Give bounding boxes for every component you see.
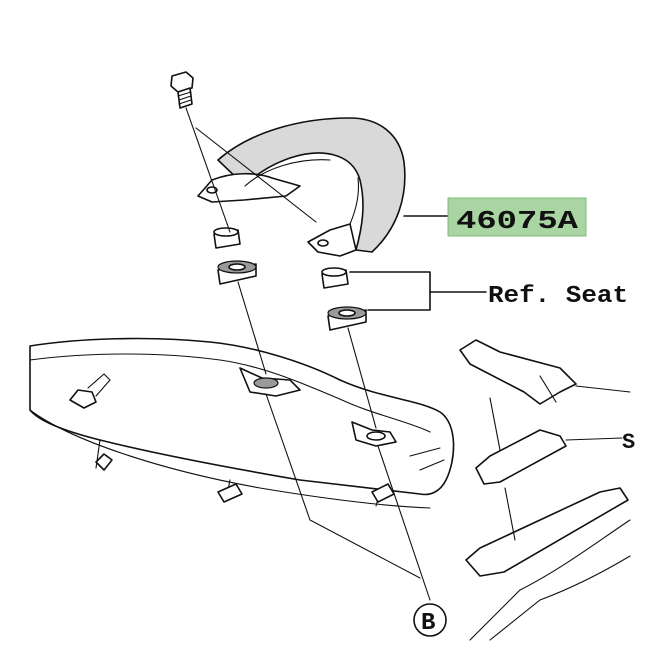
collar-left <box>213 227 241 249</box>
ref-seat-label: Ref. Seat <box>488 283 628 310</box>
assembly-lines <box>185 107 431 601</box>
ref-seat-callout: Ref. Seat <box>349 271 628 311</box>
side-label: S <box>622 430 635 455</box>
damper-left <box>217 260 257 285</box>
bolt <box>170 71 194 109</box>
callout-b-label: B <box>421 610 435 637</box>
grab-rail <box>197 117 406 257</box>
damper-right <box>327 306 367 331</box>
rear-cowl <box>29 337 455 509</box>
part-number-highlight <box>447 197 587 237</box>
callout-b: B <box>413 603 447 637</box>
part-number-label: 46075A <box>456 206 579 236</box>
seat-strap <box>459 339 631 641</box>
collar-right <box>321 267 349 289</box>
part-number-callout: 46075A <box>403 197 587 237</box>
